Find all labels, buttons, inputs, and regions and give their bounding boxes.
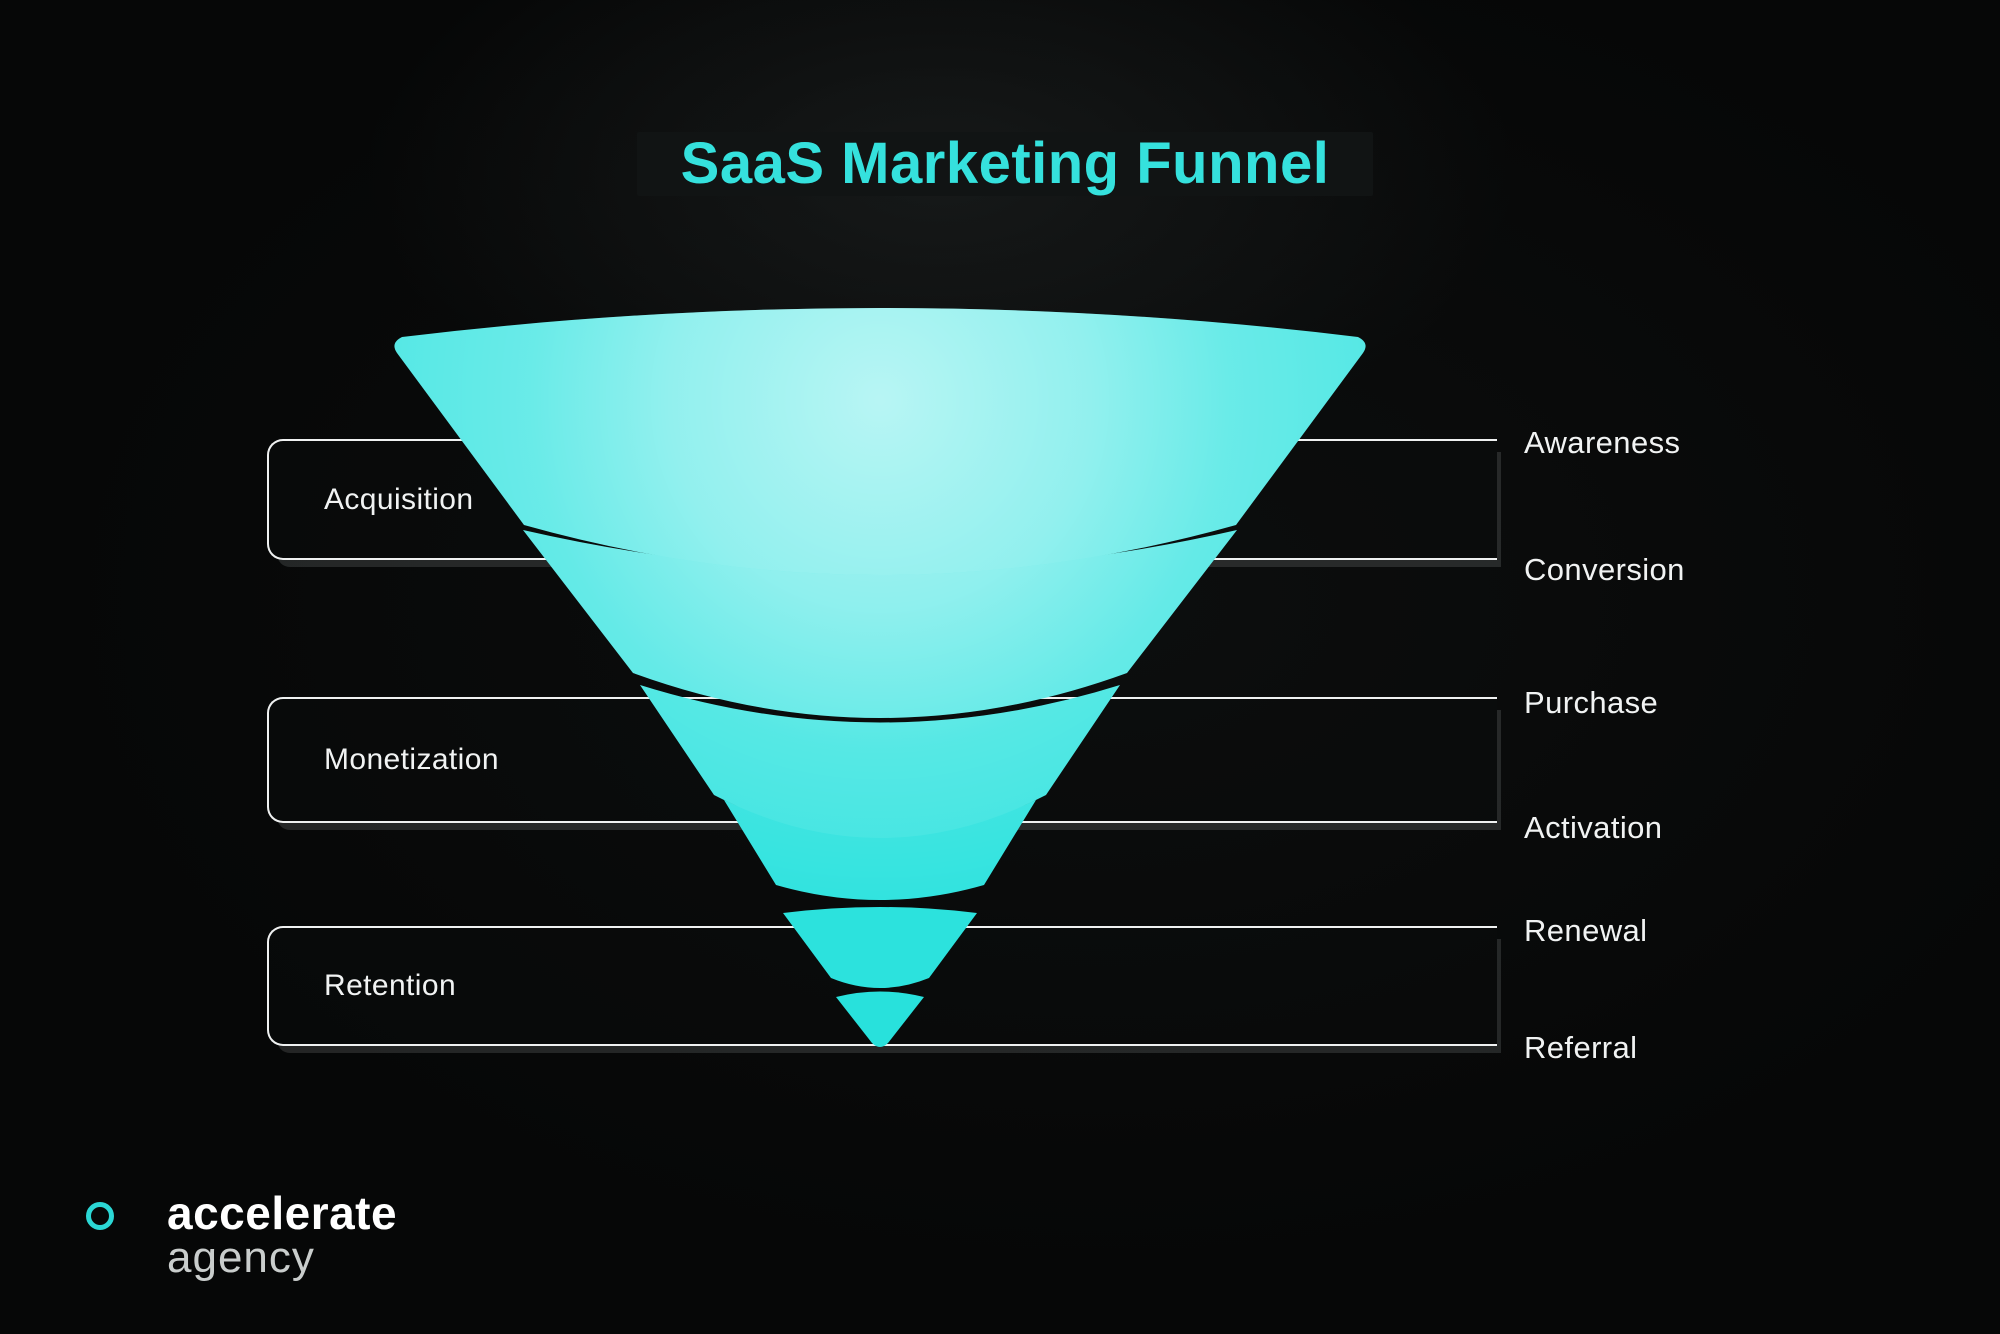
funnel-step-label-activation: Activation [1524,810,1663,845]
funnel-step-label-renewal: Renewal [1524,913,1648,948]
logo-type: agency [167,1233,315,1282]
funnel-step-label-conversion: Conversion [1524,552,1685,587]
logo-text: accelerate agency [167,1190,397,1280]
page-title: SaaS Marketing Funnel [637,132,1373,196]
funnel-step-label-purchase: Purchase [1524,685,1659,720]
funnel-step-label-referral: Referral [1524,1030,1638,1065]
logo-ring-icon [86,1202,114,1230]
stage-label-acquisition: Acquisition [324,482,474,516]
stage-box-retention: Retention [267,926,1497,1046]
logo-name: accelerate [167,1187,398,1239]
stage-box-monetization: Monetization [267,697,1497,823]
funnel-step-label-awareness: Awareness [1524,425,1681,460]
stage-label-retention: Retention [324,969,457,1002]
stage-label-monetization: Monetization [324,743,499,776]
stage-box-acquisition: Acquisition [267,439,1497,560]
